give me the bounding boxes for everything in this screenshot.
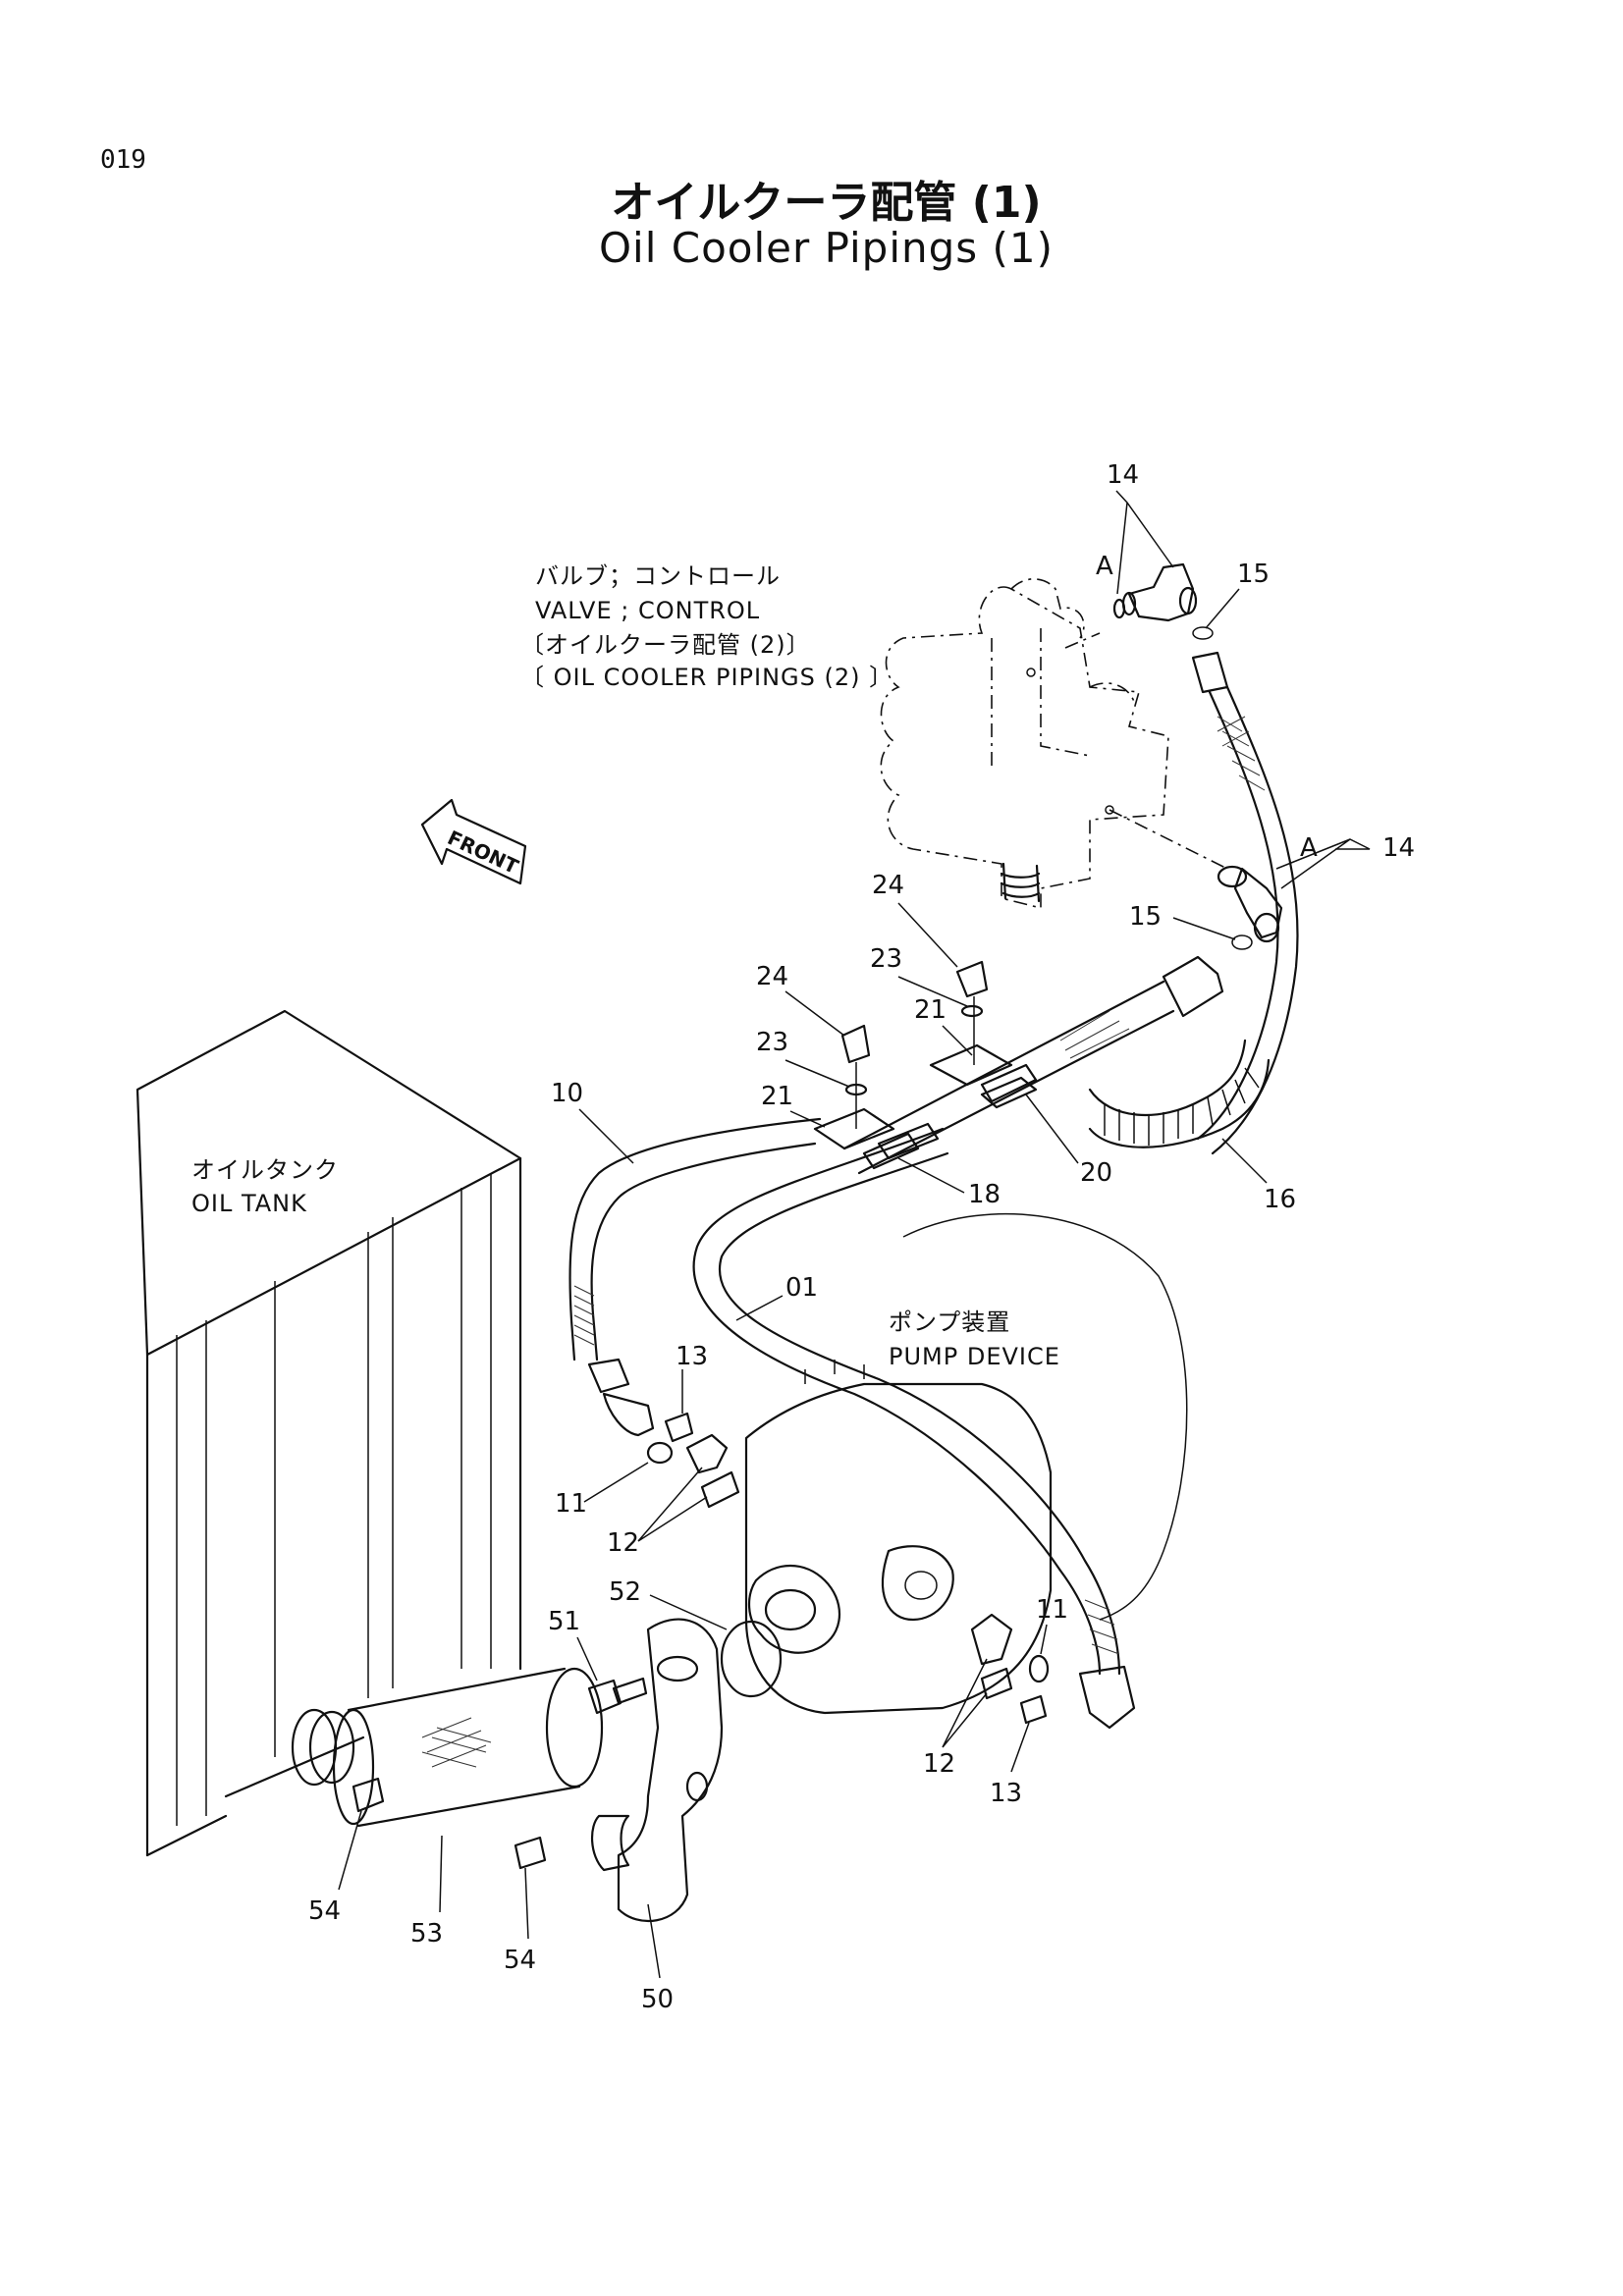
valve-label-jp: バルブ；コントロール — [535, 562, 781, 590]
tank-label-jp: オイルタンク — [191, 1156, 339, 1184]
callout-16: 16 — [1264, 1185, 1296, 1214]
callout-24-upper: 24 — [872, 871, 904, 900]
oil-tank — [135, 1009, 522, 1857]
valve-label-en: VALVE ; CONTROL — [535, 597, 760, 624]
callout-15-right: 15 — [1129, 902, 1162, 932]
callout-11-left: 11 — [555, 1489, 587, 1519]
flange-set-right — [970, 1613, 1050, 1725]
callout-51: 51 — [548, 1607, 580, 1636]
callout-15-top: 15 — [1237, 560, 1270, 589]
callout-01: 01 — [785, 1273, 818, 1303]
o-ring-52 — [720, 1620, 783, 1698]
control-valve — [880, 578, 1228, 910]
bolt-51 — [587, 1677, 648, 1715]
pump-label-jp: ポンプ装置 — [889, 1308, 1010, 1336]
callout-a-top: A — [1096, 552, 1113, 581]
hose-16 — [1088, 651, 1299, 1155]
valve-ref-en: 〔 OIL COOLER PIPINGS (2) 〕 — [520, 664, 893, 691]
hose-53 — [291, 1667, 604, 1870]
pump-device — [744, 1212, 1188, 1715]
callout-12-left: 12 — [607, 1528, 639, 1558]
tank-label-en: OIL TANK — [191, 1190, 307, 1217]
clamp-assembly — [813, 955, 1224, 1175]
callout-24-lower: 24 — [756, 962, 788, 991]
callout-14-top: 14 — [1107, 460, 1139, 490]
valve-ref-jp: 〔オイルクーラ配管 (2)〕 — [520, 631, 811, 659]
hose-10 — [568, 1117, 822, 1437]
callout-52: 52 — [609, 1577, 641, 1607]
elbow-fitting-top — [1112, 562, 1214, 640]
callout-18: 18 — [968, 1180, 1001, 1209]
callout-50: 50 — [641, 1985, 674, 2014]
suction-elbow-50 — [590, 1618, 724, 1923]
callout-12-right: 12 — [923, 1749, 955, 1779]
pump-label-en: PUMP DEVICE — [889, 1343, 1060, 1370]
callout-13-right: 13 — [990, 1779, 1022, 1808]
callout-23-upper: 23 — [870, 944, 902, 974]
callout-54-right: 54 — [504, 1946, 536, 1975]
elbow-fitting-right — [1217, 865, 1283, 950]
callout-21-upper: 21 — [914, 995, 947, 1025]
flange-set-left — [646, 1412, 740, 1509]
title-japanese: オイルクーラ配管 (1) — [611, 178, 1042, 228]
title-english: Oil Cooler Pipings (1) — [599, 224, 1054, 272]
callout-53: 53 — [410, 1919, 443, 1949]
callout-13-left: 13 — [676, 1342, 708, 1371]
callout-10: 10 — [551, 1079, 583, 1108]
page-number: 019 — [100, 145, 146, 175]
callout-20: 20 — [1080, 1158, 1112, 1188]
callout-23-lower: 23 — [756, 1028, 788, 1057]
callout-21-lower: 21 — [761, 1082, 793, 1111]
front-arrow: FRONT — [420, 798, 527, 885]
pipe-01 — [692, 1127, 1136, 1730]
callout-14-right: 14 — [1382, 833, 1415, 863]
front-label: FRONT — [444, 826, 522, 879]
callout-a-right: A — [1300, 833, 1318, 863]
callout-11-right: 11 — [1036, 1595, 1068, 1625]
callout-54-left: 54 — [308, 1896, 341, 1926]
